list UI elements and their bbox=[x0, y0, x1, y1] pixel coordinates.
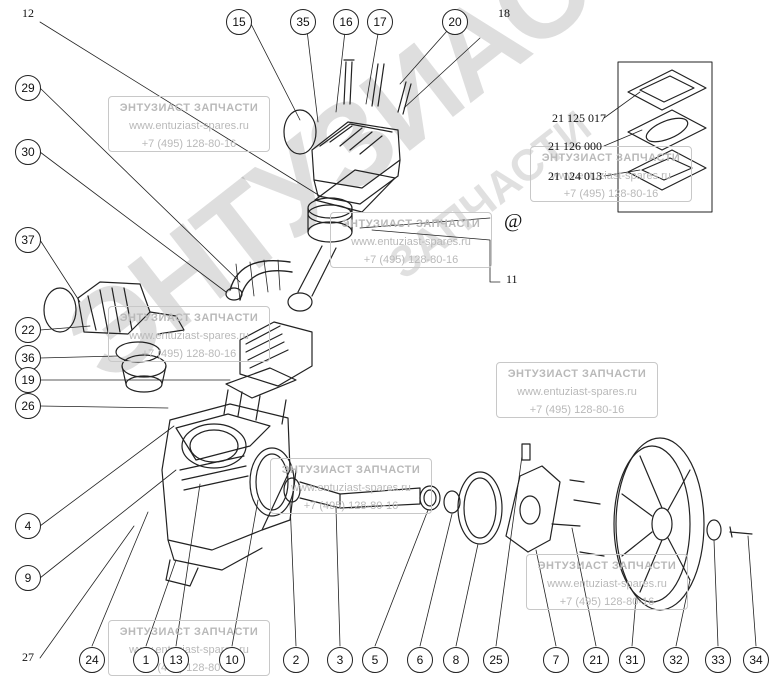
crankcase bbox=[161, 403, 297, 587]
callout-6: 6 bbox=[407, 647, 433, 673]
callout-10: 10 bbox=[219, 647, 245, 673]
bearing-cover bbox=[505, 443, 561, 553]
head-gasket-top bbox=[314, 169, 396, 213]
piston-upper bbox=[307, 197, 353, 243]
crankshaft bbox=[283, 477, 441, 511]
callout-37: 37 bbox=[15, 227, 41, 253]
callout-1: 1 bbox=[133, 647, 159, 673]
callout-19: 19 bbox=[15, 367, 41, 393]
callout-30: 30 bbox=[15, 139, 41, 165]
callout-5: 5 bbox=[362, 647, 388, 673]
callout-33: 33 bbox=[705, 647, 731, 673]
callout-21: 21 bbox=[583, 647, 609, 673]
valve-plate-gaskets bbox=[627, 69, 707, 191]
cylinder-head bbox=[311, 121, 401, 205]
callout-36: 36 bbox=[15, 345, 41, 371]
label-11: 11 bbox=[506, 272, 518, 286]
left-cylinder-head bbox=[43, 281, 185, 335]
cylinder-right-bank bbox=[225, 321, 313, 399]
callout-3: 3 bbox=[327, 647, 353, 673]
callout-2: 2 bbox=[283, 647, 309, 673]
watermark-box: ЭНТУЗИАСТ ЗАПЧАСТИ www.entuziast-spares.… bbox=[496, 362, 658, 418]
watermark-box: ЭНТУЗИАСТ ЗАПЧАСТИ www.entuziast-spares.… bbox=[108, 306, 270, 362]
callout-20: 20 bbox=[442, 9, 468, 35]
callout-26: 26 bbox=[15, 393, 41, 419]
gasket-set-frame bbox=[617, 61, 713, 213]
label-27: 27 bbox=[22, 650, 34, 664]
callout-4: 4 bbox=[15, 513, 41, 539]
part-number-label: 21 126 000 bbox=[548, 139, 602, 153]
ring-36 bbox=[115, 341, 161, 363]
callout-7: 7 bbox=[543, 647, 569, 673]
callout-35: 35 bbox=[290, 9, 316, 35]
oil-seal-6 bbox=[443, 490, 461, 514]
watermark-box: ЭНТУЗИАСТ ЗАПЧАСТИ www.entuziast-spares.… bbox=[526, 554, 688, 610]
washer-32 bbox=[706, 519, 722, 541]
callout-16: 16 bbox=[333, 9, 359, 35]
flywheel-pulley bbox=[613, 437, 705, 611]
watermark-box: ЭНТУЗИАСТ ЗАПЧАСТИ www.entuziast-spares.… bbox=[108, 96, 270, 152]
callout-31: 31 bbox=[619, 647, 645, 673]
watermark-box: ЭНТУЗИАСТ ЗАПЧАСТИ www.entuziast-spares.… bbox=[330, 212, 492, 268]
at-sign: @ bbox=[504, 210, 523, 232]
label-12: 12 bbox=[22, 6, 34, 20]
gasket-8 bbox=[457, 471, 503, 545]
air-filter-top bbox=[283, 109, 317, 155]
part-number-label: 21 125 017 bbox=[552, 111, 606, 125]
watermark-box: ЭНТУЗИАСТ ЗАПЧАСТИ www.entuziast-spares.… bbox=[108, 620, 270, 676]
callout-17: 17 bbox=[367, 9, 393, 35]
part-number-label: 21 124 013 bbox=[548, 169, 602, 183]
callout-25: 25 bbox=[483, 647, 509, 673]
callout-29: 29 bbox=[15, 75, 41, 101]
callout-22: 22 bbox=[15, 317, 41, 343]
label-18: 18 bbox=[498, 6, 510, 20]
callout-15: 15 bbox=[226, 9, 252, 35]
watermark-box: ЭНТУЗИАСТ ЗАПЧАСТИ www.entuziast-spares.… bbox=[270, 458, 432, 514]
callout-13: 13 bbox=[163, 647, 189, 673]
callout-34: 34 bbox=[743, 647, 769, 673]
crankcase-gasket-2 bbox=[249, 447, 295, 517]
callout-9: 9 bbox=[15, 565, 41, 591]
connecting-rod-upper bbox=[297, 245, 337, 297]
callout-32: 32 bbox=[663, 647, 689, 673]
callout-8: 8 bbox=[443, 647, 469, 673]
callout-24: 24 bbox=[79, 647, 105, 673]
watermark-box: ЭНТУЗИАСТ ЗАПЧАСТИ www.entuziast-spares.… bbox=[530, 146, 692, 202]
